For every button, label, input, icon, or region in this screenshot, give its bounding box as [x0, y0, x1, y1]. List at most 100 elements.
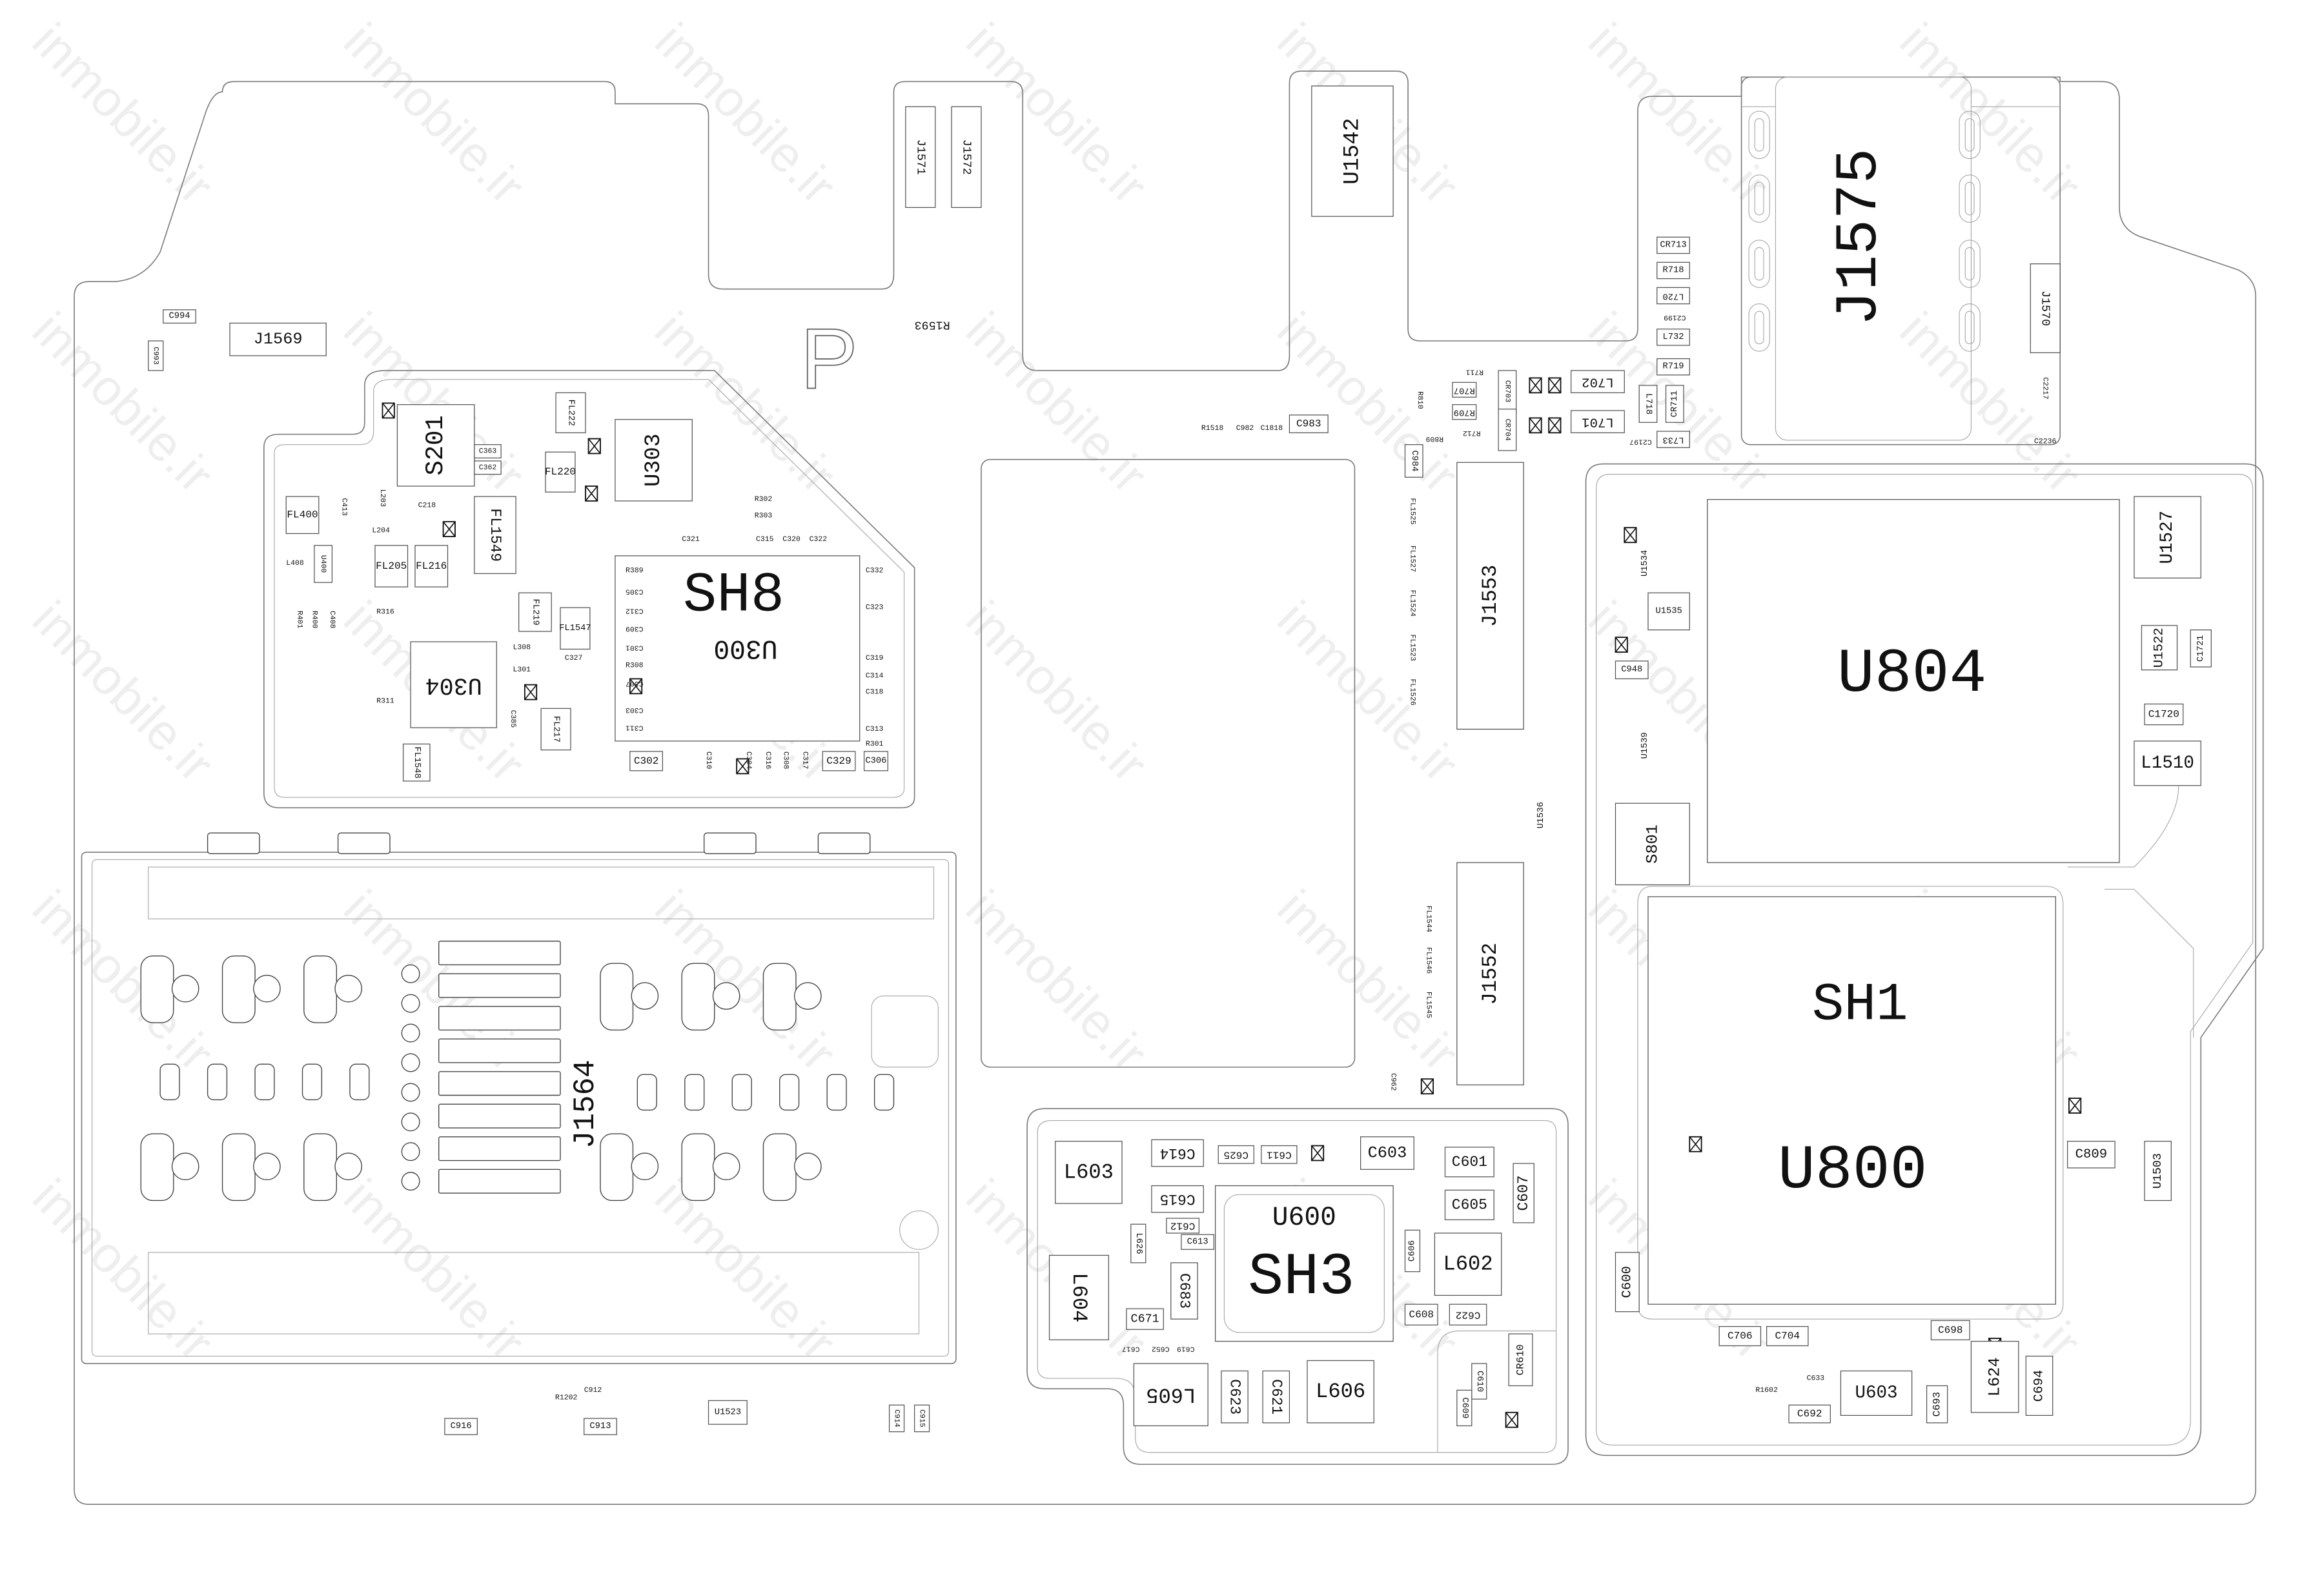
component-r316: R316 — [376, 608, 394, 617]
component-c304: C304 — [744, 751, 753, 770]
connector-pad — [253, 974, 281, 1003]
component-label: C309 — [626, 624, 644, 633]
connector-pad — [140, 1133, 174, 1201]
component-fl1546: FL1546 — [1425, 947, 1433, 974]
watermark-text: inmobile.ir — [22, 590, 225, 793]
component-label: C314 — [866, 671, 884, 680]
component-outline — [474, 460, 502, 475]
connector-pad — [438, 1169, 561, 1194]
component-outline — [1404, 444, 1423, 478]
component-outline — [1656, 236, 1690, 254]
component-u303: U303 — [615, 419, 693, 502]
component-c610: C610 — [1471, 1363, 1487, 1400]
watermark-text: inmobile.ir — [1890, 301, 2092, 504]
component-fl222: FL222 — [555, 392, 586, 433]
component-s801: S801 — [1615, 802, 1690, 886]
no-stuff-marker-icon — [1529, 377, 1542, 394]
component-outline — [1055, 1141, 1123, 1204]
component-c619: C619 — [1177, 1345, 1195, 1353]
component-outline — [2134, 741, 2201, 786]
component-label: C363 — [479, 447, 497, 456]
component-r707: R707 — [1452, 382, 1477, 398]
component-outline — [1221, 1370, 1249, 1424]
watermark-text: inmobile.ir — [22, 1168, 225, 1371]
connector-pad — [793, 1152, 822, 1181]
component-label: C362 — [479, 464, 497, 472]
component-c617: C617 — [1122, 1345, 1140, 1353]
component-outline — [1638, 385, 1658, 423]
component-c318: C318 — [866, 688, 884, 697]
component-label: C614 — [1160, 1145, 1196, 1161]
component-label: J1575 — [1826, 148, 1893, 326]
component-outline — [1570, 410, 1625, 433]
component-j1552: J1552 — [1456, 862, 1524, 1086]
connector-pad — [762, 1133, 797, 1201]
component-c608: C608 — [1404, 1303, 1438, 1325]
component-label: R303 — [755, 511, 773, 520]
component-label: C671 — [1131, 1313, 1159, 1326]
component-outline — [1130, 1223, 1147, 1263]
component-label: C704 — [1775, 1331, 1800, 1342]
board-outline — [74, 70, 2257, 1505]
component-outline — [148, 340, 164, 371]
component-label: R709 — [1454, 407, 1475, 417]
component-fl400: FL400 — [285, 496, 320, 535]
component-l308: L308 — [513, 644, 531, 652]
component-label: C327 — [565, 654, 583, 662]
component-outline — [1048, 1254, 1109, 1340]
component-outline — [285, 496, 320, 535]
component-outline — [1181, 1234, 1214, 1250]
component-c1720: C1720 — [2144, 703, 2184, 726]
component-outline — [474, 444, 502, 458]
component-label: C313 — [866, 725, 884, 733]
watermark-text: inmobile.ir — [1890, 12, 2092, 215]
component-fl1548: FL1548 — [402, 743, 431, 782]
component-r712: R712 — [1463, 429, 1481, 437]
component-label: L301 — [513, 666, 531, 674]
component-label: L733 — [1662, 434, 1684, 444]
component-label: C915 — [918, 1409, 926, 1427]
component-c633: C633 — [1807, 1374, 1825, 1382]
component-u1523: U1523 — [708, 1400, 748, 1425]
component-c625: C625 — [1218, 1145, 1254, 1164]
component-c692: C692 — [1788, 1404, 1831, 1424]
connector-pad — [817, 832, 871, 854]
component-outline — [1218, 1145, 1254, 1164]
component-fl216: FL216 — [414, 545, 449, 588]
component-label: J1553 — [1478, 565, 1502, 627]
connector-pad — [207, 1063, 228, 1101]
component-l1510: L1510 — [2134, 741, 2201, 786]
component-label: C317 — [800, 751, 809, 770]
component-label: C608 — [1409, 1309, 1434, 1320]
connector-pad — [826, 1074, 847, 1111]
component-c2217: C2217 — [2041, 377, 2050, 399]
component-outline — [905, 106, 936, 209]
watermark-text: inmobile.ir — [1267, 879, 1469, 1082]
component-label: R301 — [866, 740, 884, 748]
component-label: FL1544 — [1425, 906, 1433, 932]
j1564-sim-tray-outline — [81, 852, 957, 1364]
component-outline — [1456, 862, 1524, 1086]
component-label: C385 — [509, 710, 517, 728]
component-r302: R302 — [755, 495, 773, 504]
component-label: U300 — [713, 633, 777, 662]
connector-pad — [438, 1038, 561, 1063]
component-c612: C612 — [1166, 1218, 1200, 1234]
component-sh8: SH8 — [683, 564, 784, 628]
component-label: C982 — [1236, 424, 1254, 433]
component-l626: L626 — [1130, 1223, 1147, 1263]
component-label: L606 — [1316, 1380, 1365, 1404]
j1575-connector-outline — [1740, 76, 2061, 445]
component-c913: C913 — [584, 1418, 617, 1435]
component-label: C322 — [810, 535, 828, 544]
watermark-text: inmobile.ir — [1267, 590, 1469, 793]
connector-pad — [637, 1074, 657, 1111]
watermark-text: inmobile.ir — [22, 301, 225, 504]
component-label: FL205 — [376, 560, 407, 572]
component-outline — [1656, 358, 1690, 376]
component-outline — [888, 1404, 905, 1433]
component-outline — [1166, 1218, 1200, 1234]
no-stuff-marker-icon — [1310, 1145, 1325, 1161]
component-label: C698 — [1938, 1324, 1963, 1336]
component-c316: C316 — [764, 751, 772, 770]
